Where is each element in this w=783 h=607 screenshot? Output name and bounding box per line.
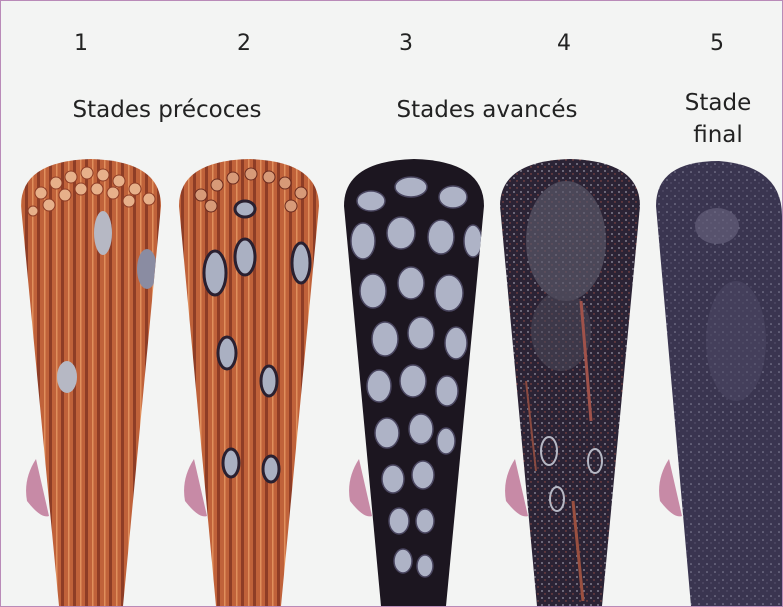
tip-stage-5 xyxy=(659,459,682,516)
tip-stage-1 xyxy=(26,459,49,516)
tendon-stage-1 xyxy=(1,151,181,606)
tendon-stage-3 xyxy=(331,151,501,606)
tendon-stage-4 xyxy=(491,151,661,606)
tendon-stage-5 xyxy=(651,151,782,606)
tendon-stage-2 xyxy=(161,151,341,606)
